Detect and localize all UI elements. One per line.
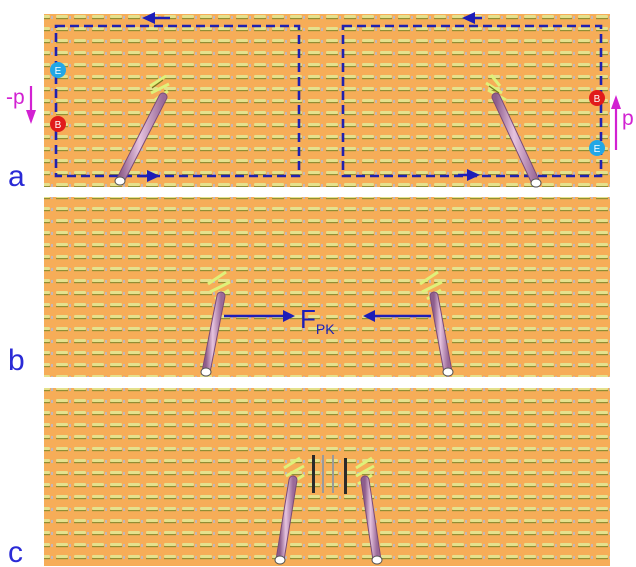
lattice-texture xyxy=(44,14,610,187)
marker-b-left-label: B xyxy=(55,120,62,131)
force-arrow-right xyxy=(363,310,431,322)
lattice-texture xyxy=(44,197,610,377)
dislocation-line-left xyxy=(114,92,168,186)
force-label: FPK xyxy=(300,304,335,337)
panel-a: -p p E B B E a xyxy=(6,12,634,193)
panel-b: FPK b xyxy=(8,197,610,377)
marker-e-right xyxy=(589,140,605,156)
force-label-main: F xyxy=(300,304,316,334)
panel-letter-a: a xyxy=(8,160,25,193)
dislocation-line-right xyxy=(360,475,383,565)
marker-e-left xyxy=(50,62,66,78)
dislocation-line-right xyxy=(429,291,454,377)
moment-label-right: p xyxy=(622,107,634,130)
lattice-texture xyxy=(44,388,610,566)
loop-arrow-top-right xyxy=(462,12,482,24)
loop-arrow-bottom-left xyxy=(138,170,160,182)
force-label-subscript: PK xyxy=(316,321,335,337)
marker-b-right xyxy=(589,90,605,106)
force-arrow-left xyxy=(224,310,295,322)
dislocation-core-left xyxy=(149,74,170,102)
moment-label-left: -p xyxy=(6,86,25,109)
panel-c: c xyxy=(8,388,610,567)
dislocation-line-left xyxy=(274,475,298,565)
panel-letter-c: c xyxy=(8,536,23,567)
marker-e-left-label: E xyxy=(55,66,62,77)
moment-arrow-right xyxy=(611,95,621,150)
moment-arrow-left xyxy=(26,86,36,124)
dislocation-line-right xyxy=(491,92,542,188)
dislocation-line-left xyxy=(200,291,226,377)
marker-e-right-label: E xyxy=(594,144,601,155)
loop-arrow-bottom-right xyxy=(458,169,480,181)
loop-arrow-top-left xyxy=(142,12,170,24)
panel-letter-b: b xyxy=(8,344,25,377)
marker-b-right-label: B xyxy=(594,94,601,105)
marker-b-left xyxy=(50,116,66,132)
